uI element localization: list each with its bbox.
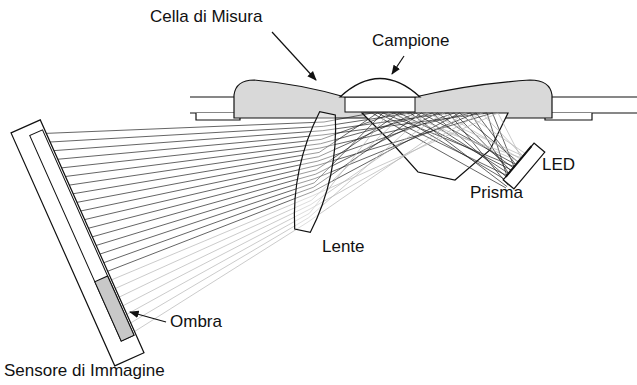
led (503, 143, 545, 189)
shadow-area (95, 276, 134, 341)
light-ray (67, 113, 513, 185)
leader-lines (130, 32, 404, 322)
part-label: LED (542, 156, 575, 175)
part-label: Campione (372, 32, 450, 51)
part-label: Sensore di Immagine (4, 362, 165, 381)
light-ray (60, 113, 511, 183)
part-label: Ombra (170, 313, 222, 332)
sample-window (345, 97, 415, 112)
part-label: Lente (322, 238, 365, 257)
light-ray (44, 113, 506, 188)
sample-drop (340, 79, 420, 98)
prism (362, 113, 508, 180)
light-ray (63, 113, 511, 181)
image-sensor (11, 120, 144, 366)
part-label: Prisma (470, 184, 523, 203)
part-label: Cella di Misura (150, 8, 262, 27)
lens (287, 110, 343, 234)
